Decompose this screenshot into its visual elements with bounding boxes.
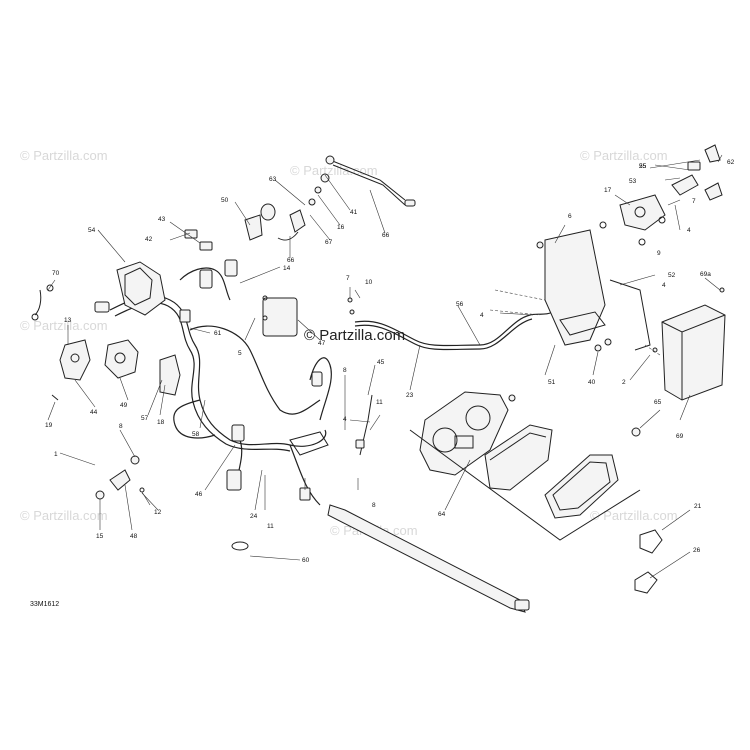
- callout-8: 8: [119, 423, 123, 430]
- center-watermark: © Partzilla.com: [304, 327, 405, 344]
- callout-61: 61: [214, 330, 222, 337]
- callout-50: 50: [221, 197, 229, 204]
- callout-51: 51: [548, 379, 556, 386]
- callout-14: 14: [283, 265, 291, 272]
- callout-11: 11: [376, 399, 383, 406]
- callout-24: 24: [250, 513, 258, 520]
- callout-1: 1: [54, 451, 58, 458]
- callout-26: 26: [693, 547, 701, 554]
- callout-19: 19: [45, 422, 53, 429]
- callout-4: 4: [343, 416, 347, 423]
- callout-18: 18: [157, 419, 165, 426]
- callout-66: 66: [382, 232, 390, 239]
- callout-25: 25: [639, 163, 647, 170]
- callout-54: 54: [88, 227, 96, 234]
- callout-8: 8: [372, 502, 376, 509]
- callout-13: 13: [64, 317, 72, 324]
- callout-5: 5: [238, 350, 242, 357]
- callout-6: 6: [568, 213, 572, 220]
- callout-4: 4: [687, 227, 691, 234]
- left-switch-parts: [31, 284, 181, 500]
- callouts: 1 2 4 4 4 4 5 6 7 7 8 8 8 9 10 11 11 12 …: [45, 159, 735, 564]
- upper-center-parts: [184, 155, 416, 337]
- callout-7: 7: [346, 275, 350, 282]
- callout-41: 41: [350, 209, 358, 216]
- callout-49: 49: [120, 402, 128, 409]
- callout-46: 46: [195, 491, 203, 498]
- callout-15: 15: [96, 533, 104, 540]
- callout-11: 11: [267, 523, 274, 530]
- leader-lines: [47, 154, 723, 579]
- callout-2: 2: [622, 379, 626, 386]
- callout-69a: 69a: [700, 271, 711, 278]
- battery-area: [489, 229, 726, 437]
- callout-4: 4: [662, 282, 666, 289]
- callout-4: 4: [480, 312, 484, 319]
- callout-48: 48: [130, 533, 138, 540]
- callout-56: 56: [456, 301, 464, 308]
- watermark: © Partzilla.com: [20, 508, 108, 523]
- callout-9: 9: [657, 250, 661, 257]
- callout-62: 62: [727, 159, 735, 166]
- callout-47: 47: [318, 340, 326, 347]
- watermark: © Partzilla.com: [580, 148, 668, 163]
- callout-69: 69: [676, 433, 684, 440]
- callout-45: 45: [377, 359, 385, 366]
- callout-65: 65: [654, 399, 662, 406]
- solenoid-cluster: [599, 144, 723, 246]
- callout-64: 64: [438, 511, 446, 518]
- callout-53: 53: [629, 178, 637, 185]
- main-harness: [94, 259, 332, 506]
- watermarks: © Partzilla.com © Partzilla.com © Partzi…: [20, 148, 678, 538]
- callout-8: 8: [343, 367, 347, 374]
- callout-44: 44: [90, 409, 98, 416]
- callout-12: 12: [154, 509, 162, 516]
- callout-17: 17: [604, 187, 612, 194]
- callout-57: 57: [141, 415, 149, 422]
- callout-40: 40: [588, 379, 596, 386]
- diagram-code: 33M1612: [30, 601, 59, 608]
- callout-67: 67: [325, 239, 333, 246]
- gauge-cluster: [409, 391, 641, 541]
- callout-16: 16: [337, 224, 345, 231]
- callout-55: 55: [639, 163, 647, 170]
- watermark: © Partzilla.com: [20, 318, 108, 333]
- callout-58: 58: [192, 431, 200, 438]
- callout-60: 60: [302, 557, 310, 564]
- callout-52: 52: [668, 272, 676, 279]
- callout-63: 63: [269, 176, 277, 183]
- watermark: © Partzilla.com: [590, 508, 678, 523]
- callout-43: 43: [158, 216, 166, 223]
- callout-23: 23: [406, 392, 414, 399]
- callout-7: 7: [692, 198, 696, 205]
- callout-66: 66: [287, 257, 295, 264]
- callout-10: 10: [365, 279, 373, 286]
- gaskets: [231, 529, 663, 594]
- watermark: © Partzilla.com: [20, 148, 108, 163]
- callout-42: 42: [145, 236, 153, 243]
- callout-21: 21: [694, 503, 702, 510]
- callout-70: 70: [52, 270, 60, 277]
